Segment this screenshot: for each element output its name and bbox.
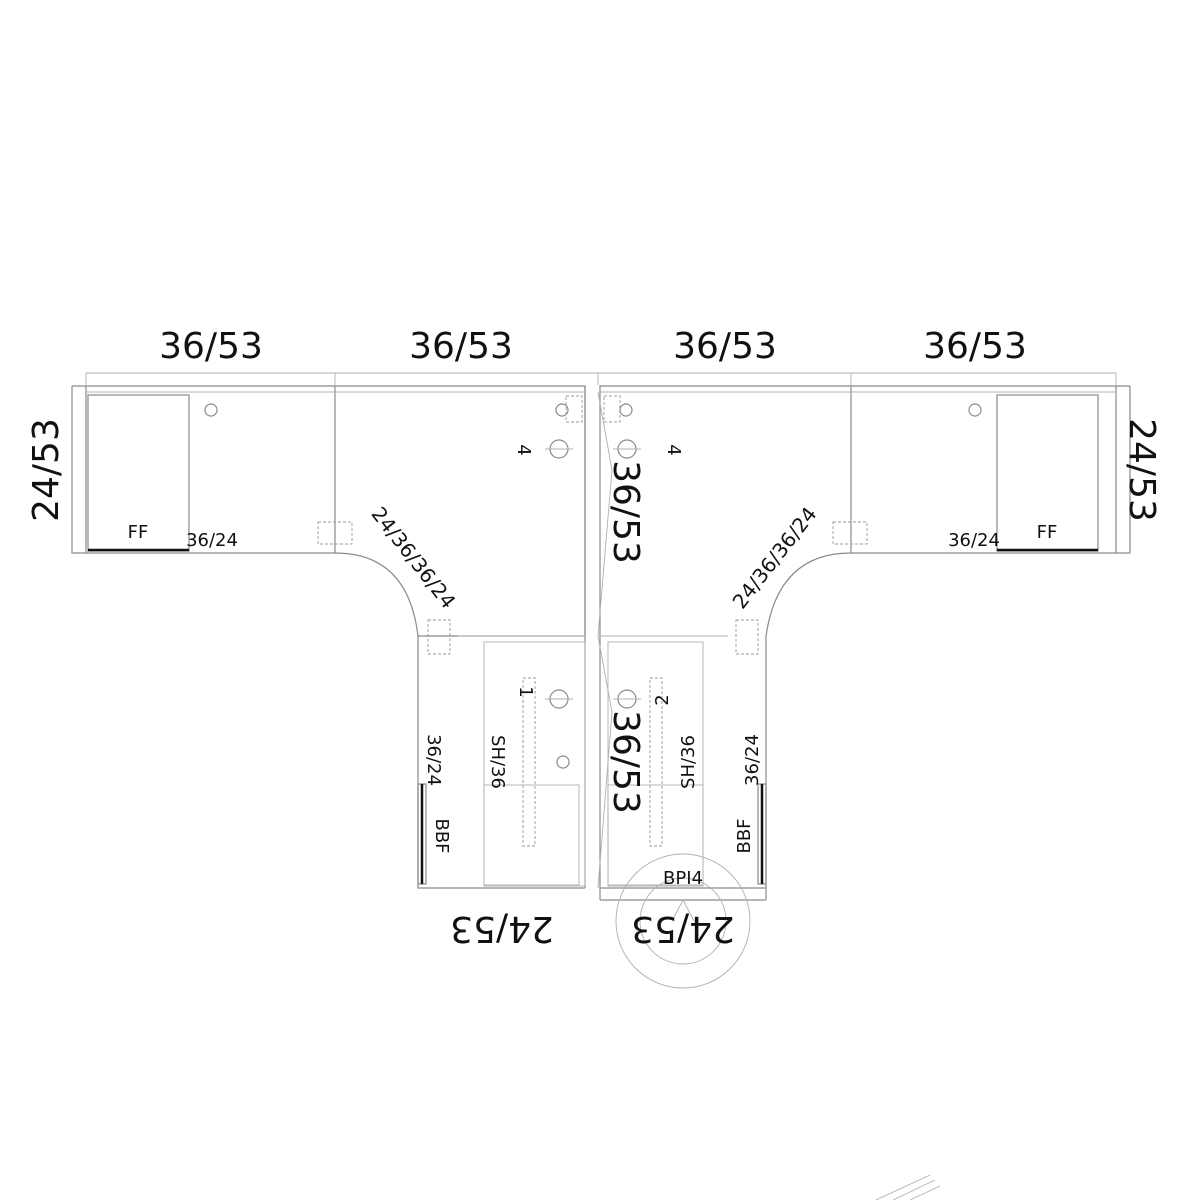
- dim-top-1: 36/53: [159, 326, 263, 367]
- outlet-upper-right: 4: [663, 444, 684, 455]
- dim-bottom-left: 24/53: [450, 908, 554, 949]
- dim-top-3: 36/53: [673, 326, 777, 367]
- dim-center-upper: 36/53: [605, 460, 646, 564]
- panel-bottom-right-end: 36/24: [742, 734, 763, 786]
- hatch-marks: [875, 1174, 941, 1200]
- dim-top-4: 36/53: [923, 326, 1027, 367]
- file-left-label: FF: [128, 522, 149, 543]
- right-workstation: [597, 385, 1131, 901]
- shelf-left-label: SH/36: [487, 735, 508, 789]
- panel-corner-left: 24/36/36/24: [366, 502, 460, 613]
- panel-end-right: 36/24: [948, 530, 1000, 551]
- dim-top-2: 36/53: [409, 326, 513, 367]
- outlet-lower-left: 1: [515, 686, 536, 697]
- panel-corner-right: 24/36/36/24: [727, 502, 821, 613]
- dim-side-right: 24/53: [1121, 418, 1162, 522]
- outlet-upper-left: 4: [513, 444, 534, 455]
- connector-brackets: [317, 395, 868, 655]
- panel-bottom-left-end: 36/24: [423, 734, 444, 786]
- panel-end-left: 36/24: [186, 530, 238, 551]
- dim-bottom-right: 24/53: [631, 908, 735, 949]
- top-dimension-line: [85, 372, 1117, 385]
- dim-center-lower: 36/53: [605, 710, 646, 814]
- pedestal-left-label: BBF: [431, 818, 452, 853]
- grommets: [204, 403, 982, 769]
- power-infeed-symbol: [615, 853, 751, 989]
- left-workstation: [71, 385, 586, 889]
- dim-side-left: 24/53: [26, 418, 67, 522]
- shelf-right-label: SH/36: [678, 735, 699, 789]
- outlet-lower-right: 2: [652, 694, 673, 705]
- power-infeed-label: BPI4: [663, 868, 703, 889]
- pedestal-right-label: BBF: [734, 818, 755, 853]
- file-right-label: FF: [1037, 522, 1058, 543]
